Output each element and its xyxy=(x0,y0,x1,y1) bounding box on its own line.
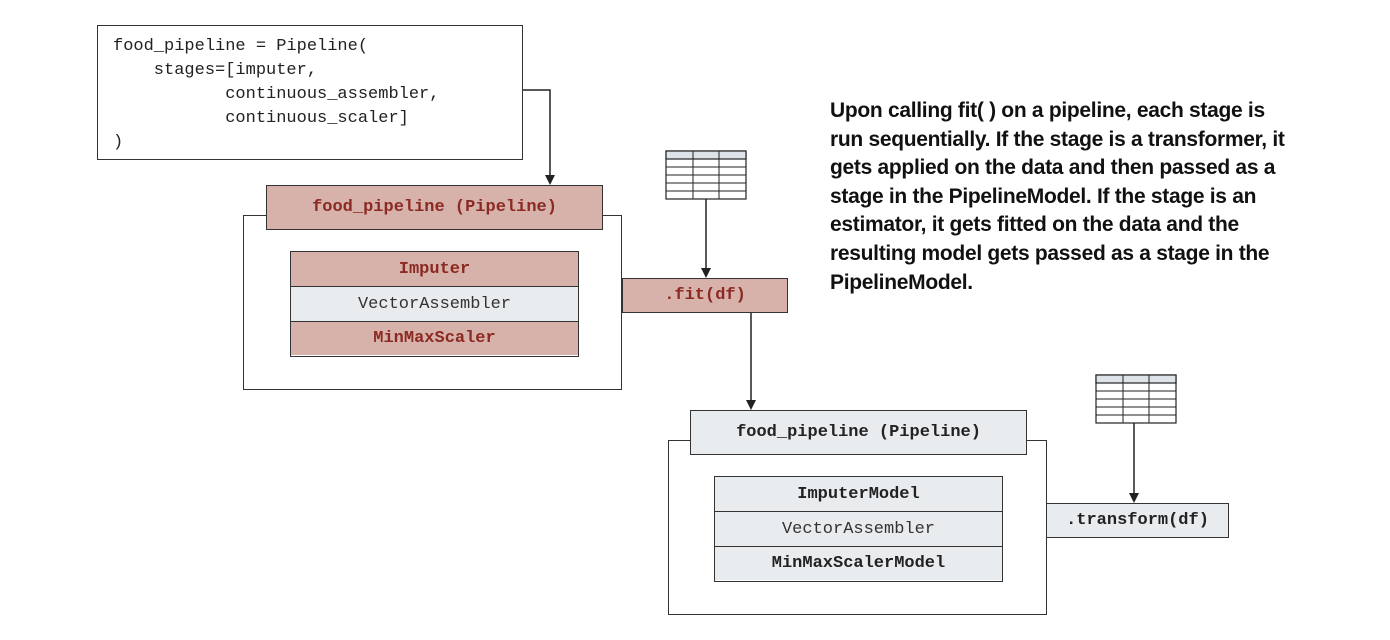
stage-vector-assembler: VectorAssembler xyxy=(715,512,1002,547)
code-snippet: food_pipeline = Pipeline( stages=[impute… xyxy=(97,25,523,160)
stage-label: ImputerModel xyxy=(797,484,920,504)
pipeline-model-stages: ImputerModel VectorAssembler MinMaxScale… xyxy=(714,476,1003,582)
transform-method-label: .transform(df) xyxy=(1066,511,1209,530)
explanation-text: Upon calling fit( ) on a pipeline, each … xyxy=(830,99,1285,294)
data-table-icon xyxy=(1095,374,1177,424)
stage-minmaxscaler: MinMaxScaler xyxy=(291,322,578,355)
fit-method-label: .fit(df) xyxy=(664,286,746,305)
fit-method-box: .fit(df) xyxy=(622,278,788,313)
code-line: stages=[imputer, xyxy=(113,61,318,80)
pipeline-model-title: food_pipeline (Pipeline) xyxy=(690,410,1027,455)
stage-label: MinMaxScaler xyxy=(373,329,496,348)
code-line: continuous_assembler, xyxy=(113,85,440,104)
transform-method-box: .transform(df) xyxy=(1046,503,1229,538)
stage-vector-assembler: VectorAssembler xyxy=(291,287,578,322)
stage-label: Imputer xyxy=(398,259,471,279)
stage-label: VectorAssembler xyxy=(781,519,936,539)
stage-label: VectorAssembler xyxy=(357,294,512,314)
code-line: ) xyxy=(113,133,124,152)
code-line: continuous_scaler] xyxy=(113,109,409,128)
arrow-code-to-pipeline xyxy=(523,89,555,185)
stage-imputer-model: ImputerModel xyxy=(715,477,1002,512)
pipeline-model-title-text: food_pipeline (Pipeline) xyxy=(736,423,981,442)
data-table-icon xyxy=(665,150,747,200)
code-line: food_pipeline = Pipeline( xyxy=(113,37,369,56)
stage-imputer: Imputer xyxy=(291,252,578,287)
stage-label: MinMaxScalerModel xyxy=(771,554,946,573)
pipeline-stages: Imputer VectorAssembler MinMaxScaler xyxy=(290,251,579,357)
pipeline-title: food_pipeline (Pipeline) xyxy=(266,185,603,230)
pipeline-title-text: food_pipeline (Pipeline) xyxy=(312,198,557,217)
stage-minmaxscaler-model: MinMaxScalerModel xyxy=(715,547,1002,580)
